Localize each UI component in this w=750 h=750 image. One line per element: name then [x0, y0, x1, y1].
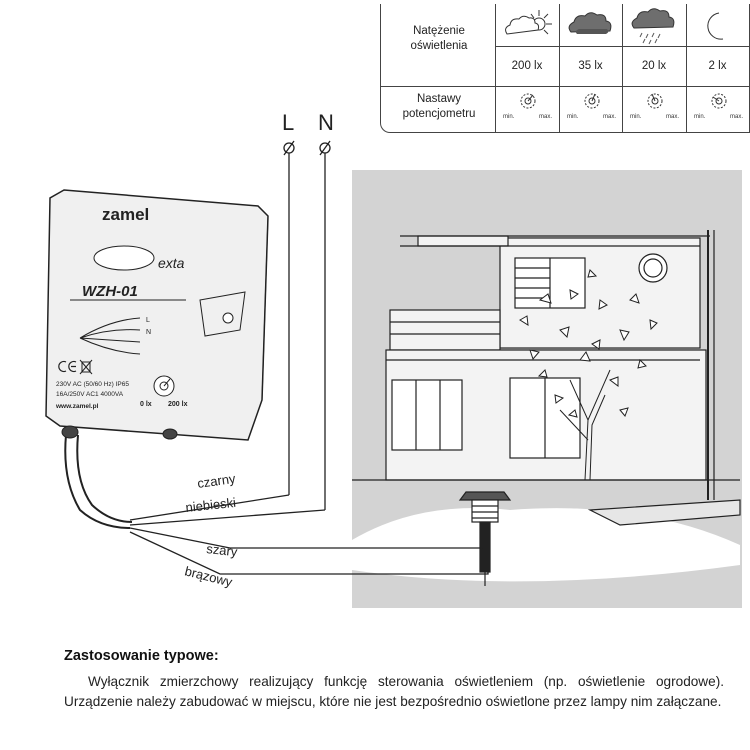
rain-cloud-icon [631, 8, 675, 45]
wiring-diagram: L N czarny niebieski szary brązowy [45, 110, 742, 608]
device-knob-max: 200 lx [168, 401, 188, 408]
lux-value: 20 lx [641, 60, 667, 72]
section-title: Zastosowanie typowe: [64, 648, 219, 664]
pot-max-label: max. [666, 114, 680, 120]
device-sub-brand: exta [158, 255, 185, 271]
pot-min-label: min. [567, 114, 579, 120]
tree-illustration [519, 269, 658, 481]
device-spec-line1: 230V AC (50/60 Hz) IP65 [56, 381, 129, 388]
pot-max-label: max. [730, 114, 744, 120]
potentiometer-setting: min. max. [495, 88, 559, 132]
pot-min-label: min. [630, 114, 642, 120]
device-model: WZH-01 [82, 283, 138, 300]
wire-label-brazowy: brązowy [183, 563, 234, 589]
ce-mark-icon [58, 360, 77, 373]
terminal-connector-icon [283, 140, 331, 156]
lux-value: 35 lx [578, 60, 603, 72]
potentiometer-setting: min. max. [686, 88, 749, 132]
pot-max-label: max. [603, 114, 617, 120]
light-pool [352, 508, 740, 582]
potentiometer-setting: min. max. [622, 88, 686, 132]
terminal-n-label: N [318, 110, 334, 135]
wire-label-szary: szary [206, 541, 239, 559]
wire-label-niebieski: niebieski [185, 495, 237, 515]
device-website: www.zamel.pl [55, 403, 99, 410]
crescent-moon-icon [707, 12, 724, 40]
dark-cloud-icon [568, 12, 612, 34]
potentiometer-dial-icon [584, 93, 600, 109]
device-terminal-n: N [146, 329, 151, 336]
lux-value: 200 lx [511, 60, 543, 72]
wire-label-czarny: czarny [196, 471, 236, 491]
device-knob-min: 0 lx [140, 401, 152, 408]
lux-value: 2 lx [708, 60, 727, 72]
wiring-lines [64, 153, 489, 575]
potentiometer-dial-icon [711, 93, 727, 109]
row-label-illuminance: Natężenie oświetlenia [410, 25, 468, 52]
device-brand: zamel [102, 205, 149, 224]
row-label-potentiometer: Nastawy potencjometru [402, 93, 476, 120]
house-illustration [352, 230, 741, 526]
device-spec-line2: 16A/250V AC1 4000VA [56, 391, 124, 398]
pot-min-label: min. [694, 114, 706, 120]
device-terminal-l: L [146, 317, 150, 324]
lux-settings-table: Natężenie oświetlenia Nastawy potencjome… [380, 4, 750, 133]
pot-max-label: max. [539, 114, 553, 120]
dusk-sensor-lamp [458, 491, 512, 586]
section-body: Wyłącznik zmierzchowy realizujący funkcj… [64, 674, 724, 709]
partly-cloudy-sun-icon [505, 10, 552, 35]
potentiometer-setting: min. max. [559, 88, 622, 132]
weee-bin-icon [79, 359, 93, 375]
potentiometer-dial-icon [520, 93, 536, 109]
potentiometer-dial-icon [647, 93, 663, 109]
pot-min-label: min. [503, 114, 515, 120]
wzh-01-device [45, 189, 269, 441]
terminal-l-label: L [282, 110, 294, 135]
